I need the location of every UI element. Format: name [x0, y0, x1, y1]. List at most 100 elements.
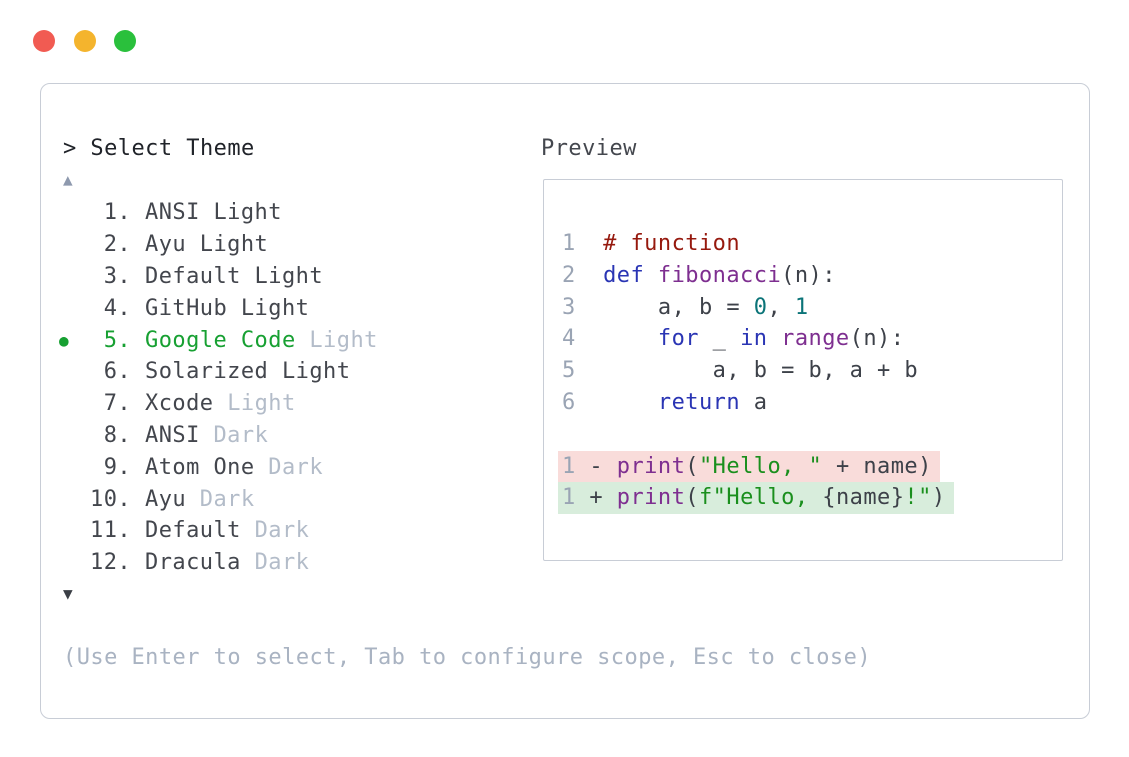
theme-item-google-code-light[interactable]: ● 5. Google Code Light — [41, 324, 541, 356]
code-token-name: fibonacci — [657, 262, 782, 288]
selected-bullet-icon — [59, 394, 90, 413]
theme-item-name: ANSI Light — [145, 200, 282, 226]
code-token-comment: # function — [603, 231, 741, 256]
theme-item-variant: Dark — [199, 486, 255, 512]
theme-item-number: 5. — [90, 327, 132, 353]
code-token-plain: (n): — [849, 326, 905, 352]
code-token-plain: ( — [685, 453, 699, 479]
code-token-keyword: in — [740, 326, 768, 352]
preview-title: Preview — [541, 136, 637, 161]
theme-item-name: Solarized Light — [145, 359, 351, 385]
close-button[interactable] — [33, 30, 55, 52]
theme-item-number: 1. — [90, 200, 132, 226]
code-token-linenum: 4 — [562, 326, 576, 352]
code-token-name: print — [616, 453, 686, 479]
theme-item-name: Xcode — [145, 391, 214, 417]
code-line: 3 a, b = 0, 1 — [558, 292, 817, 324]
theme-item-number: 10. — [90, 486, 132, 512]
theme-item-variant: Light — [227, 391, 296, 417]
code-line — [558, 419, 598, 451]
maximize-button[interactable] — [114, 30, 136, 52]
scroll-up-icon[interactable]: ▲ — [63, 170, 73, 189]
selected-bullet-icon: ● — [59, 330, 70, 350]
code-token-keyword: def — [603, 262, 645, 288]
selected-bullet-icon — [59, 203, 90, 222]
selected-bullet-icon — [59, 267, 90, 286]
code-token-string: "Hello, " — [698, 453, 823, 479]
code-token-literal: 0 — [753, 294, 768, 320]
theme-item-label: ANSI Light — [145, 200, 282, 225]
code-token-name: print — [616, 485, 686, 511]
minimize-button[interactable] — [74, 30, 96, 52]
theme-item-label: Google Code Light — [145, 328, 378, 353]
code-token-plain: ) — [931, 485, 946, 511]
diff-added-line: 1 + print(f"Hello, {name}!") — [558, 482, 954, 515]
code-token-linenum: 6 — [562, 389, 576, 415]
theme-item-name: Atom One — [145, 454, 255, 480]
code-token-linenum: 1 — [562, 231, 576, 256]
selected-bullet-icon — [59, 553, 90, 572]
theme-item-label: Default Dark — [145, 518, 309, 543]
code-token-plain: (n): — [781, 262, 836, 288]
code-token-plain — [576, 263, 603, 288]
code-token-plain — [576, 390, 658, 415]
theme-item-ayu-light[interactable]: 2. Ayu Light — [41, 229, 541, 261]
theme-item-label: GitHub Light — [145, 296, 309, 321]
code-token-plain — [576, 231, 603, 256]
code-line: 5 a, b = b, a + b — [558, 355, 926, 387]
code-token-plain — [767, 326, 781, 351]
theme-item-variant: Light — [309, 327, 378, 353]
code-token-literal: 1 — [794, 294, 809, 320]
theme-item-variant: Dark — [254, 550, 310, 576]
theme-item-atom-one-dark[interactable]: 9.Atom One Dark — [41, 451, 541, 483]
code-token-plain: a — [740, 389, 768, 415]
code-token-keyword: return — [657, 389, 741, 415]
selected-bullet-icon — [59, 299, 90, 318]
theme-item-label: Dracula Dark — [145, 550, 309, 575]
theme-item-github-light[interactable]: 4.GitHub Light — [41, 292, 541, 324]
theme-item-label: Xcode Light — [145, 391, 296, 416]
selected-bullet-icon — [59, 426, 90, 445]
theme-item-label: Solarized Light — [145, 359, 350, 384]
code-line: 1 # function — [558, 228, 748, 260]
theme-item-number: 6. — [90, 359, 132, 385]
theme-item-ayu-dark[interactable]: 10. Ayu Dark — [41, 483, 541, 515]
picker-prompt: > Select Theme — [63, 136, 255, 161]
code-token-keyword: for — [657, 326, 699, 352]
theme-item-xcode-light[interactable]: 7.Xcode Light — [41, 388, 541, 420]
theme-item-number: 11. — [90, 518, 132, 544]
theme-item-dracula-dark[interactable]: 12.Dracula Dark — [41, 547, 541, 579]
theme-item-name: Default — [145, 518, 241, 544]
code-token-linenum: 5 — [562, 358, 576, 384]
code-token-plain: + — [575, 485, 617, 511]
theme-item-label: Ayu Light — [145, 232, 268, 257]
code-line: 2 def fibonacci(n): — [558, 260, 844, 292]
theme-item-number: 8. — [90, 422, 132, 448]
code-token-plain: {name} — [822, 485, 905, 511]
code-token-plain: a, b = b, a + b — [575, 358, 919, 384]
theme-item-number: 2. — [90, 232, 132, 258]
theme-item-name: Dracula — [145, 550, 241, 576]
theme-item-solarized-light[interactable]: 6. Solarized Light — [41, 356, 541, 388]
theme-item-label: Ayu Dark — [145, 487, 255, 512]
theme-item-label: Default Light — [145, 264, 323, 289]
theme-item-default-light[interactable]: 3. Default Light — [41, 261, 541, 293]
theme-item-ansi-dark[interactable]: 8.ANSI Dark — [41, 420, 541, 452]
selected-bullet-icon — [59, 490, 90, 509]
theme-item-name: GitHub Light — [145, 295, 310, 321]
theme-item-name: Google Code — [145, 327, 296, 353]
keyboard-hint: (Use Enter to select, Tab to configure s… — [63, 645, 872, 670]
theme-item-default-dark[interactable]: 11. Default Dark — [41, 515, 541, 547]
theme-item-ansi-light[interactable]: 1. ANSI Light — [41, 197, 541, 229]
scroll-down-icon[interactable]: ▼ — [63, 584, 73, 603]
theme-item-name: Ayu — [145, 486, 187, 512]
theme-item-variant: Dark — [254, 518, 310, 544]
theme-item-number: 3. — [90, 263, 132, 289]
code-token-plain: a, b = — [575, 294, 754, 320]
code-token-name: range — [781, 326, 850, 352]
code-token-linenum: 3 — [562, 294, 576, 320]
theme-item-name: ANSI — [145, 422, 200, 448]
selected-bullet-icon — [59, 235, 90, 254]
